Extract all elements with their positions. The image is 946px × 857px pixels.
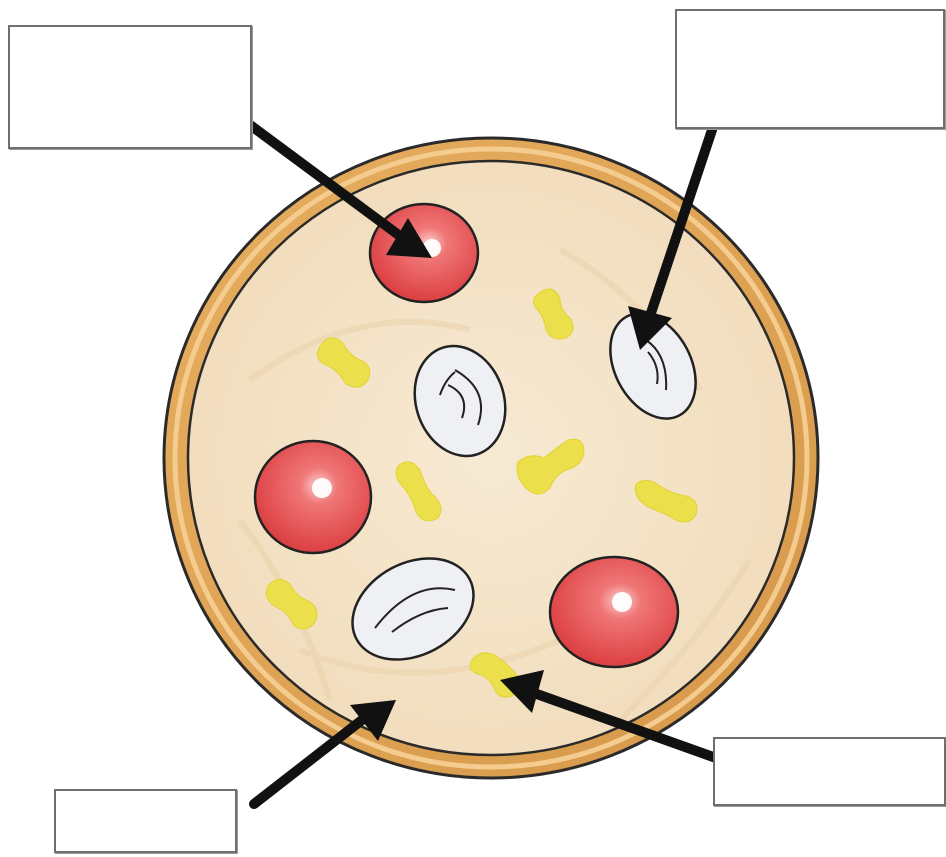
- label-box-bottom-right[interactable]: [713, 737, 946, 806]
- label-box-top-right[interactable]: [675, 9, 945, 129]
- label-box-top-left[interactable]: [8, 25, 252, 149]
- tomato-slice-right: [550, 557, 678, 667]
- label-box-bottom-left[interactable]: [54, 789, 237, 853]
- tomato-slice-left: [255, 441, 371, 553]
